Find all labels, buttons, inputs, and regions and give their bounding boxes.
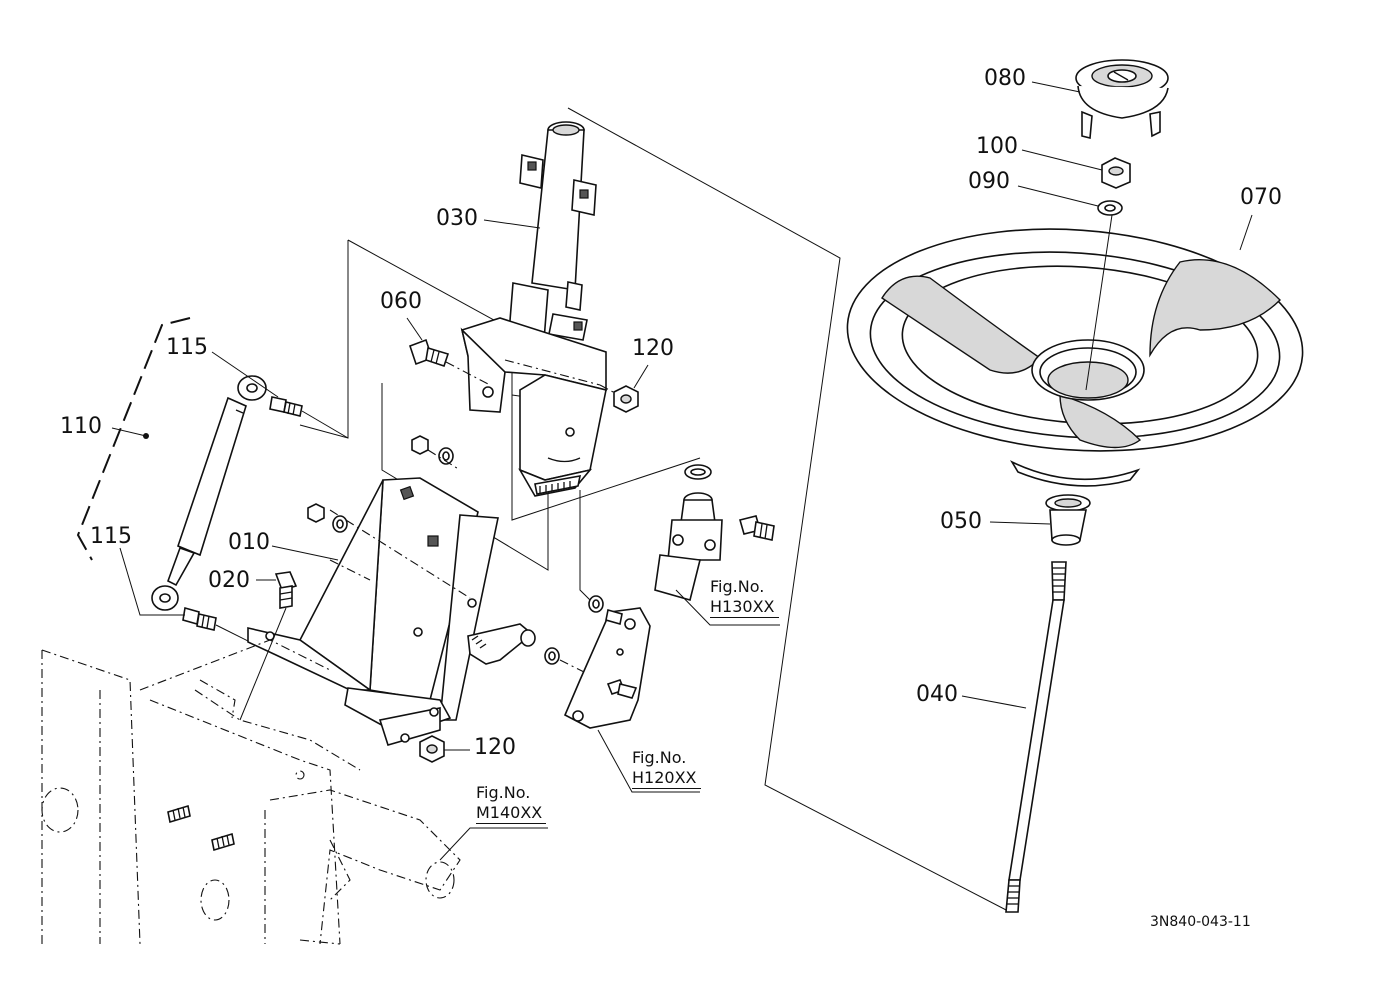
- figure-ref-m140xx: Fig.No. M140XX: [476, 783, 547, 824]
- leader-H130XX: [675, 589, 780, 626]
- bolt-060: [408, 338, 450, 368]
- universal-joint: [654, 464, 775, 601]
- gas-spring-top-eye-hole: [246, 383, 258, 393]
- leader-060: [406, 317, 423, 341]
- gas-spring-cylinder: [177, 396, 247, 557]
- label-050: 050: [940, 509, 982, 534]
- mount-bracket: [247, 477, 499, 746]
- figure-ref-code: M140XX: [476, 803, 547, 824]
- steering-column-post: [460, 121, 607, 497]
- leader-020-down: [239, 607, 287, 721]
- gas-spring-rod: [167, 546, 196, 587]
- steering-shaft: [1005, 561, 1067, 913]
- leader-050: [989, 521, 1051, 525]
- assembly-boundary-line: [567, 107, 1011, 913]
- center-cap: [1075, 59, 1169, 140]
- figure-ref-prefix: Fig.No.: [710, 577, 765, 596]
- figure-ref-code: H120XX: [632, 768, 701, 789]
- label-060: 060: [380, 289, 422, 314]
- ball-stud-upper: [269, 396, 303, 417]
- leader-010: [271, 545, 339, 561]
- steering-nut: [1101, 157, 1131, 189]
- label-115-upper: 115: [166, 335, 208, 360]
- tilt-lever: [467, 623, 560, 665]
- label-120-upper: 120: [632, 336, 674, 361]
- label-120-lower: 120: [474, 735, 516, 760]
- leader-H120XX: [597, 729, 700, 793]
- label-100: 100: [976, 134, 1018, 159]
- label-090: 090: [968, 169, 1010, 194]
- leader-120a: [633, 364, 649, 389]
- label-115-lower: 115: [90, 524, 132, 549]
- label-010: 010: [228, 530, 270, 555]
- bolt-020: [274, 571, 298, 609]
- leader-115b: [119, 547, 185, 616]
- leader-110: [111, 427, 147, 437]
- figure-ref-prefix: Fig.No.: [632, 748, 687, 767]
- bushing: [1045, 494, 1091, 546]
- chassis-frame: [41, 639, 461, 945]
- bracket-boundary-line-2: [347, 239, 701, 521]
- leader-040: [961, 695, 1027, 709]
- nut-120-lower: [419, 735, 445, 763]
- leader-090: [1017, 185, 1099, 207]
- steering-wheel: [846, 228, 1304, 487]
- figure-ref-h130xx: Fig.No. H130XX: [710, 577, 779, 618]
- label-080: 080: [984, 66, 1026, 91]
- leader-115a: [211, 351, 279, 398]
- leader-080: [1031, 81, 1081, 93]
- ball-stud-lower: [182, 606, 217, 631]
- leader-030: [483, 219, 541, 229]
- figure-ref-h120xx: Fig.No. H120XX: [632, 748, 701, 789]
- figure-ref-code: H130XX: [710, 597, 779, 618]
- figure-ref-prefix: Fig.No.: [476, 783, 531, 802]
- center-axis-line: [1085, 214, 1113, 391]
- label-030: 030: [436, 206, 478, 231]
- label-020: 020: [208, 568, 250, 593]
- leader-dot-110: [143, 433, 149, 439]
- leader-100: [1021, 149, 1103, 171]
- label-110: 110: [60, 414, 102, 439]
- lock-washer: [1097, 200, 1123, 216]
- leader-070: [1239, 214, 1253, 251]
- nut-120-upper: [613, 385, 639, 413]
- tilt-plate: [563, 595, 651, 729]
- label-070: 070: [1240, 185, 1282, 210]
- gas-spring: [151, 375, 267, 611]
- leader-stud-upper: [301, 410, 349, 439]
- nut-washer-set-1: [307, 435, 454, 533]
- leader-M140XX: [439, 827, 548, 861]
- drawing-code: 3N840-043-11: [1150, 914, 1251, 930]
- label-040: 040: [916, 682, 958, 707]
- bracket-boundary-line: [299, 240, 349, 439]
